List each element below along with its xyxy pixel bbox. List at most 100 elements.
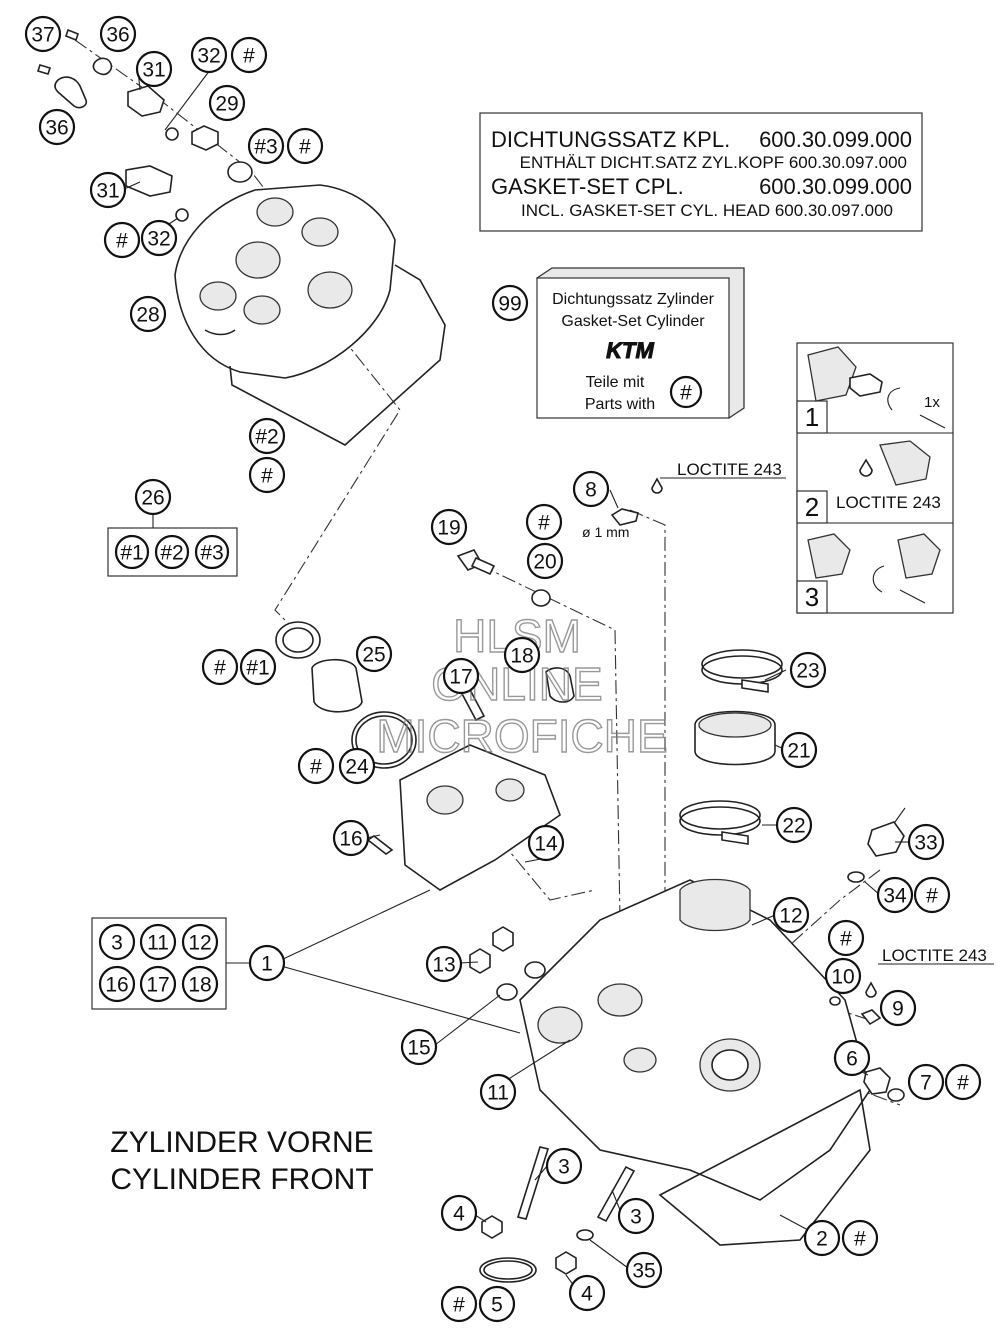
svg-text:13: 13 [432,954,455,977]
callout-99: 99 [491,284,529,322]
callout-c15: 15 [400,1028,438,1066]
jet-8 [610,508,639,526]
callout-c35: 35 [625,1251,663,1289]
callout-c16: 16 [332,819,370,857]
callout-c20: 20 [526,542,564,580]
svg-text:4: 4 [453,1203,465,1226]
callout-h5: # [440,1285,478,1323]
svg-text:24: 24 [345,756,369,779]
callout-c36a: 36 [99,15,137,53]
callout-c22: 22 [775,806,813,844]
step-2-number: 2 [805,492,819,522]
svg-text:20: 20 [533,551,556,574]
svg-text:#: # [116,230,128,253]
callout-c24: 24 [338,747,376,785]
watermark: HLSM ONLINE MICROFICHE [376,609,669,762]
svg-text:3: 3 [111,932,123,955]
plug-29 [191,125,219,151]
svg-text:9: 9 [892,998,904,1021]
callout-c9: 9 [879,989,917,1027]
svg-text:17: 17 [449,666,472,689]
callout-c34: 34 [876,876,914,914]
svg-text:#3: #3 [200,542,223,565]
step-1-number: 1 [805,402,819,432]
svg-text:#2: #2 [160,542,183,565]
callout-c25: 25 [355,635,393,673]
callout-c13: 13 [425,945,463,983]
group-1-item-3: 3 [98,923,136,961]
callout-h1s: # [201,648,239,686]
callout-c1: 1 [248,944,286,982]
callout-c6: 6 [833,1039,871,1077]
kit-line3: Teile mit [586,374,645,391]
diameter-label: ø 1 mm [582,524,629,540]
svg-text:2: 2 [816,1228,828,1251]
svg-text:25: 25 [362,644,385,667]
callout-c11: 11 [479,1073,517,1111]
clamp-36-top [92,57,113,76]
callout-c5: 5 [478,1285,516,1323]
svg-text:#: # [299,136,311,159]
svg-text:#: # [453,1294,465,1317]
svg-text:36: 36 [106,24,129,47]
callout-c23: 23 [789,651,827,689]
group-1-item-16: 16 [98,965,136,1003]
svg-text:16: 16 [339,828,362,851]
svg-text:10: 10 [831,966,854,989]
group-26-item-1: #1 [114,534,150,570]
callout-c33: 33 [907,823,945,861]
kit-line2: Gasket-Set Cylinder [561,313,705,330]
svg-text:22: 22 [782,815,805,838]
svg-text:34: 34 [883,885,907,908]
callout-c31a: 31 [135,50,173,88]
callout-c28: 28 [129,295,167,333]
group-1-item-11: 11 [139,923,177,961]
o-ring-32-bottom [175,208,189,222]
gasket-line3-label: GASKET-SET CPL. [491,174,684,199]
cylinder-kit-box: Dichtungssatz Zylinder Gasket-Set Cylind… [535,267,745,419]
title-de: ZYLINDER VORNE [110,1126,373,1159]
svg-text:#: # [680,382,692,405]
callout-h2s: # [248,456,286,494]
step-1-note: 1x [924,394,940,411]
callout-26: 26 [134,478,172,516]
svg-text:#3: #3 [254,136,277,159]
svg-text:6: 6 [846,1048,858,1071]
o-ring-32-top [165,127,179,141]
svg-text:18: 18 [510,645,533,668]
callout-h32a: # [230,36,268,74]
svg-text:#: # [214,657,226,680]
svg-text:17: 17 [146,974,169,997]
svg-text:19: 19 [437,517,460,540]
callout-h7: # [944,1063,982,1101]
valve-cover-group [36,28,446,446]
svg-text:26: 26 [141,487,164,510]
loctite-label-top: LOCTITE 243 [677,460,782,479]
cover-gasket-2s [229,264,446,446]
callout-h34: # [913,876,951,914]
title-en: CYLINDER FRONT [110,1163,373,1196]
callout-c32a: 32 [190,36,228,74]
group-1-item-17: 17 [139,965,177,1003]
svg-text:31: 31 [142,59,165,82]
middle-parts [275,549,906,1283]
svg-text:8: 8 [585,479,597,502]
gasket-line1-label: DICHTUNGSSATZ KPL. [491,127,730,152]
callout-c36b: 36 [38,108,76,146]
callout-c32b: 32 [140,219,178,257]
callout-h32b: # [103,221,141,259]
svg-text:1: 1 [261,953,273,976]
svg-text:31: 31 [96,180,119,203]
svg-text:12: 12 [779,905,802,928]
svg-text:#1: #1 [246,657,269,680]
callout-c29: 29 [208,84,246,122]
gasket-line1-number: 600.30.099.000 [759,127,912,152]
svg-text:3: 3 [558,1156,570,1179]
valve-cover-28 [174,184,396,379]
svg-text:29: 29 [215,93,238,116]
svg-text:#: # [840,928,852,951]
callout-c12: 12 [772,896,810,934]
callout-c17: 17 [442,657,480,695]
gasket-line2: ENTHÄLT DICHT.SATZ ZYL.KOPF 600.30.097.0… [520,153,907,172]
